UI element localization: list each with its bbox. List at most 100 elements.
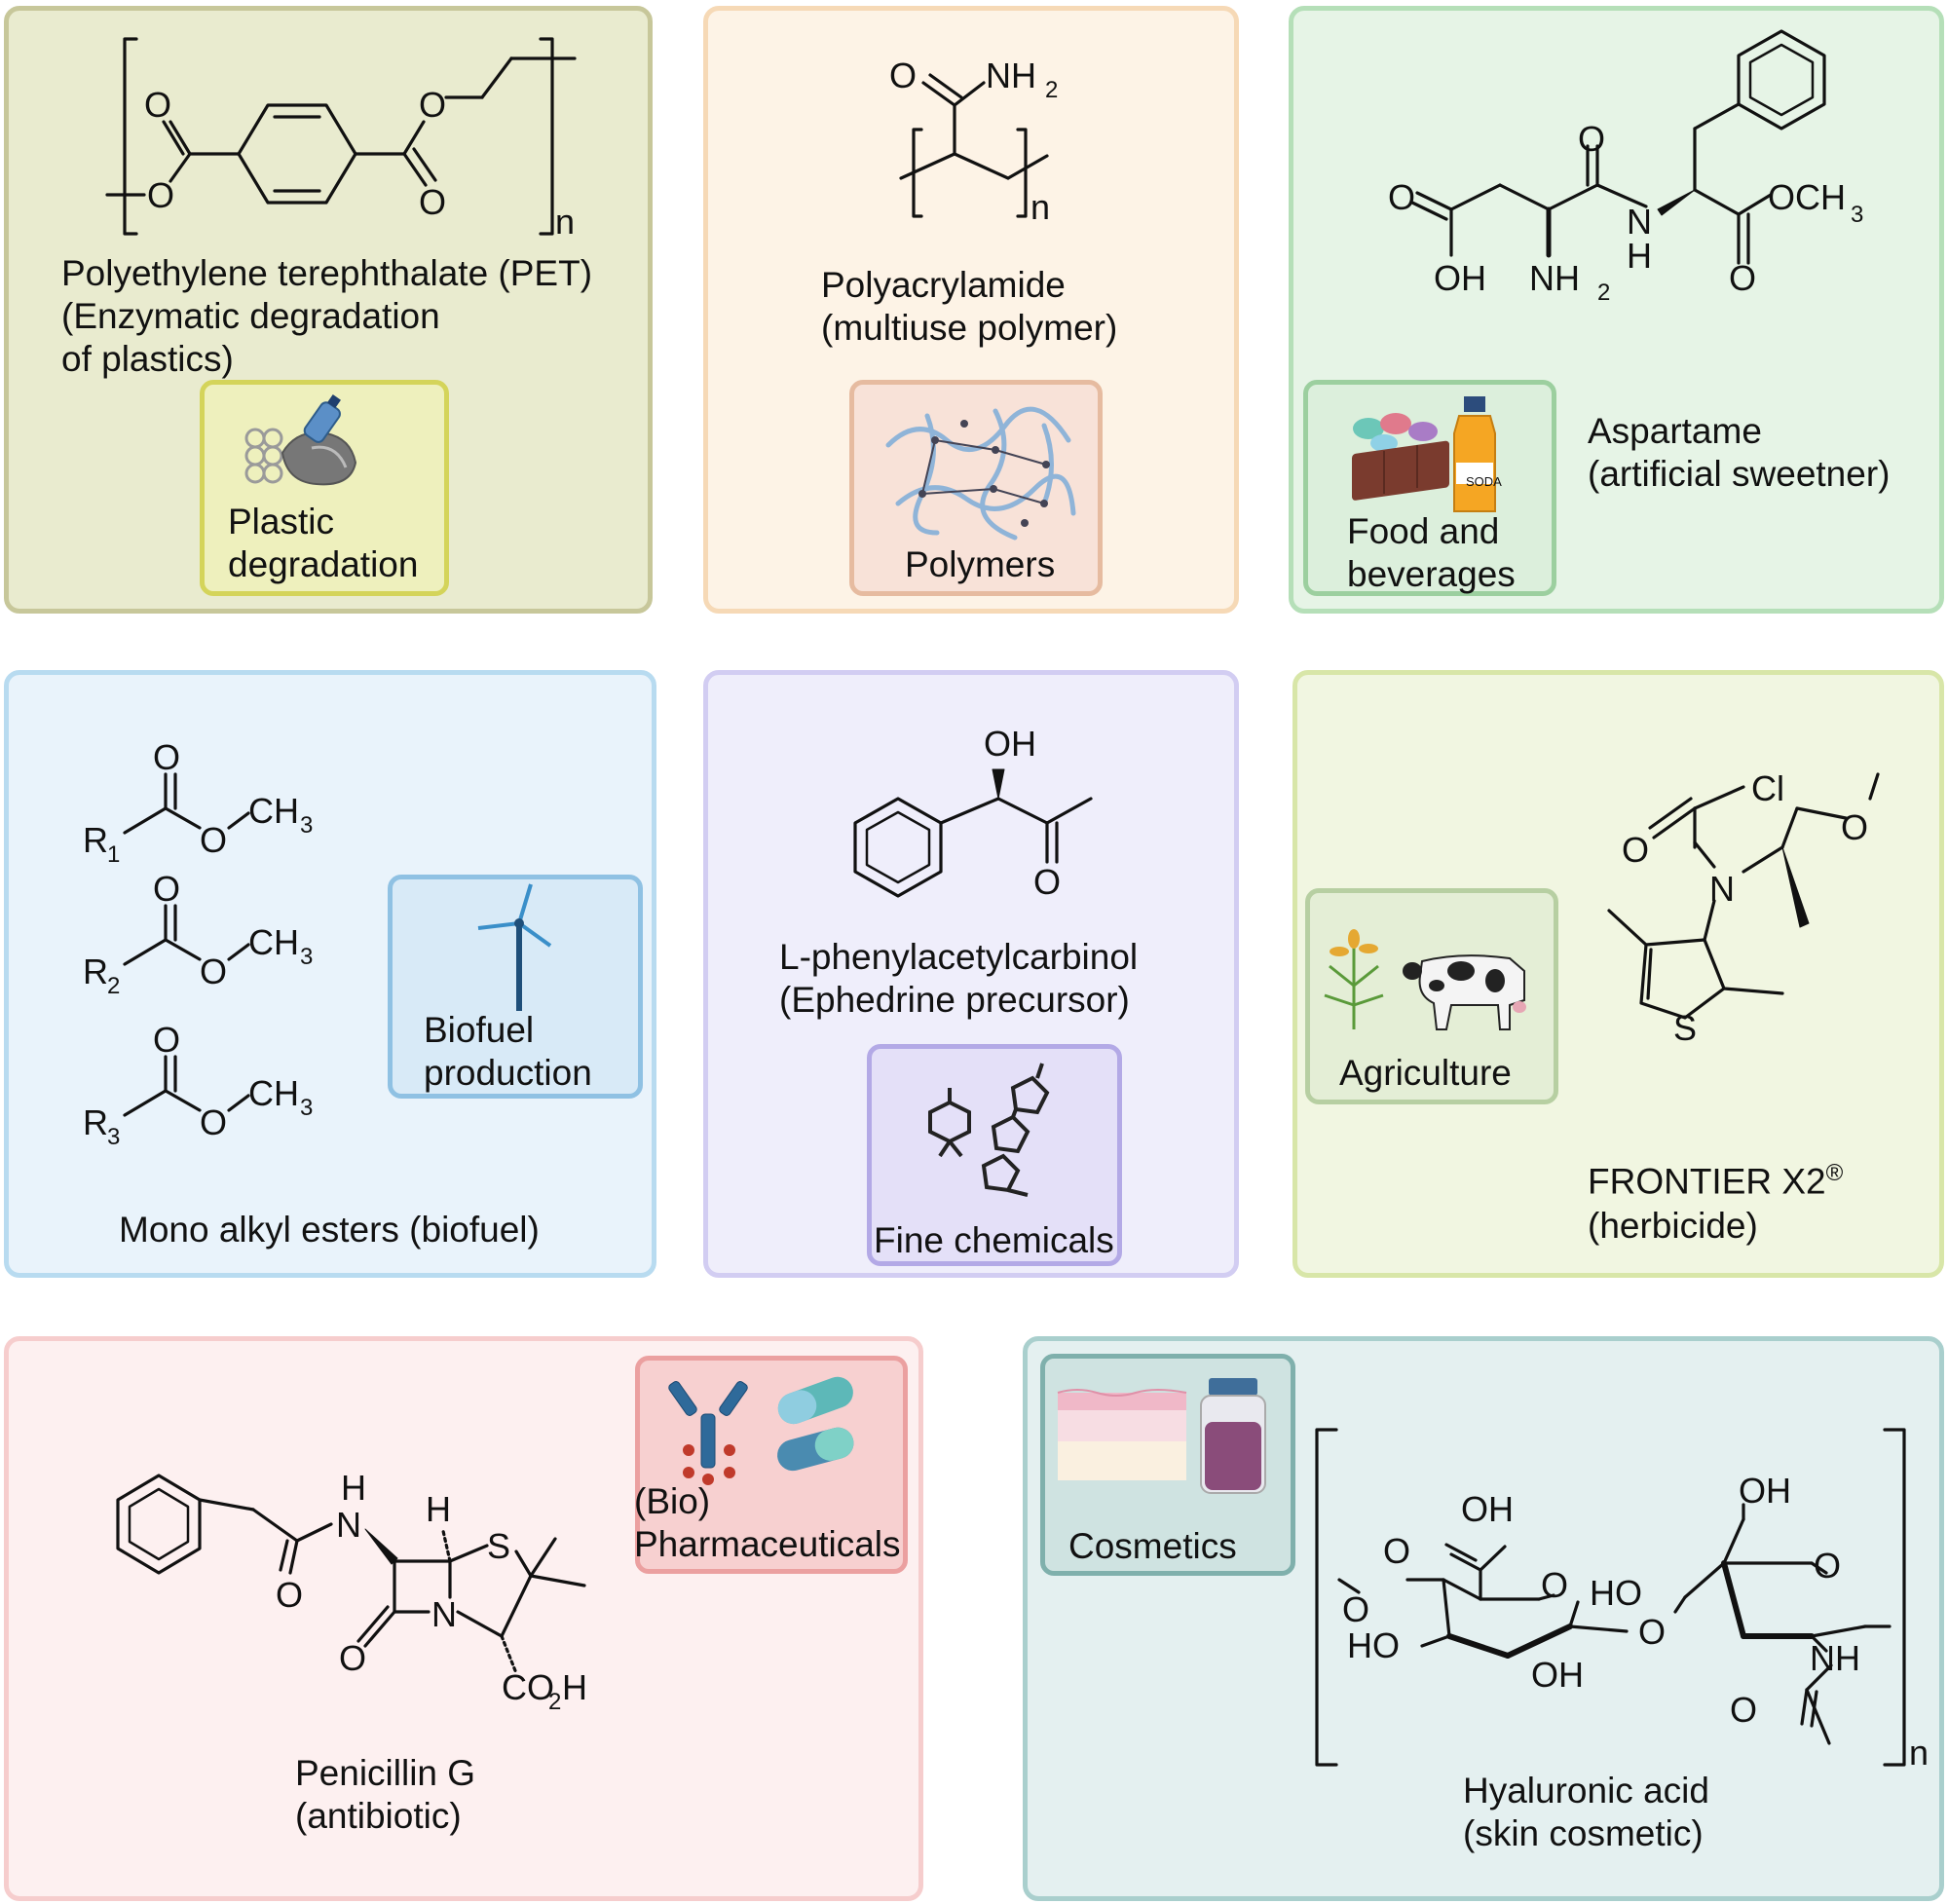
ester1-atom-ch: CH — [248, 791, 299, 831]
ester3-atom-o2: O — [200, 1102, 227, 1142]
asp-atom-n: N — [1627, 202, 1652, 242]
asp-atom-o3: O — [1729, 258, 1756, 298]
ha-atom-o3: O — [1342, 1589, 1369, 1629]
biofuel-label-1: Biofuel — [424, 1010, 535, 1050]
fine-chemicals-label: Fine chemicals — [874, 1220, 1114, 1260]
ester1-atom-r: R — [83, 820, 108, 860]
esters-structure: O O R 1 CH 3 O O R 2 CH 3 O O R 3 CH 3 — [83, 737, 313, 1150]
pet-atom-o3: O — [419, 182, 446, 222]
pen-atom-o1: O — [276, 1575, 303, 1615]
herbicide-caption-line2: (herbicide) — [1588, 1206, 1758, 1246]
antibody-and-pills-icon — [668, 1376, 854, 1485]
polymers-box: Polymers — [849, 380, 1103, 596]
pen-atom-h1: H — [341, 1468, 366, 1508]
plastic-degradation-label-1: Plastic — [228, 502, 334, 541]
pharmaceuticals-label-1: (Bio) — [634, 1481, 711, 1521]
ester2-atom-sub: 2 — [107, 973, 120, 999]
asp-atom-sub2: 2 — [1597, 280, 1610, 306]
cosmetics-label: Cosmetics — [1068, 1526, 1237, 1566]
plastic-degradation-label-2: degradation — [228, 544, 419, 584]
crop-and-cow-icon — [1324, 929, 1526, 1030]
pen-atom-s: S — [487, 1526, 510, 1566]
polyacrylamide-caption-line2: (multiuse polymer) — [821, 308, 1118, 348]
pet-caption-line1: Polyethylene terephthalate (PET) — [61, 253, 593, 293]
ha-atom-nh: NH — [1810, 1638, 1860, 1678]
ha-atom-ho1: HO — [1347, 1625, 1400, 1665]
ester2-atom-o2: O — [200, 952, 227, 991]
ha-atom-oh1: OH — [1461, 1489, 1514, 1529]
asp-atom-nh: NH — [1529, 258, 1580, 298]
pet-caption-line2: (Enzymatic degradation — [61, 296, 440, 336]
plastic-degradation-box: Plastic degradation — [200, 380, 449, 596]
pen-atom-oh: H — [562, 1667, 587, 1707]
ester3-atom-sub: 3 — [107, 1124, 120, 1150]
pen-atom-co: CO — [502, 1667, 554, 1707]
hyaluronic-caption-line1: Hyaluronic acid — [1463, 1771, 1709, 1811]
herbicide-structure: Cl O N O S — [1607, 768, 1880, 1048]
herb-atom-n: N — [1709, 869, 1735, 909]
ha-atom-o4: O — [1638, 1612, 1666, 1652]
skin-and-jar-icon — [1057, 1378, 1266, 1494]
herb-atom-s: S — [1673, 1008, 1697, 1048]
ester1-atom-o2: O — [200, 820, 227, 860]
ha-atom-o2: O — [1541, 1565, 1568, 1605]
pac-structure: OH O — [853, 724, 1093, 902]
ha-repeat-n: n — [1909, 1733, 1929, 1773]
ester3-atom-ch: CH — [248, 1073, 299, 1113]
agriculture-box: Agriculture — [1305, 888, 1558, 1104]
polymer-network-icon — [885, 406, 1076, 541]
pet-repeat-n: n — [555, 202, 575, 242]
polymers-label: Polymers — [905, 544, 1056, 584]
paam-atom-nh: NH — [986, 56, 1036, 95]
pac-atom-o: O — [1033, 862, 1061, 902]
herb-atom-o1: O — [1622, 830, 1649, 870]
ester-2 — [123, 904, 250, 966]
ha-atom-o1: O — [1383, 1531, 1410, 1571]
asp-atom-o2: O — [1578, 119, 1605, 159]
penicillin-caption-line2: (antibiotic) — [295, 1796, 462, 1836]
food-beverages-label-2: beverages — [1347, 554, 1516, 594]
pen-atom-n2: N — [431, 1594, 457, 1634]
agriculture-label: Agriculture — [1339, 1053, 1512, 1093]
wind-turbine-icon — [477, 883, 552, 1011]
hyaluronic-structure: OH O O O HO OH HO O OH O NH O n — [1315, 1428, 1929, 1773]
polyacrylamide-caption-line1: Polyacrylamide — [821, 265, 1066, 305]
ester2-atom-o1: O — [153, 869, 180, 909]
food-drink-icon — [1352, 396, 1496, 512]
ester3-atom-r: R — [83, 1102, 108, 1142]
ester1-atom-sub: 1 — [107, 841, 120, 868]
asp-atom-oh: OH — [1434, 258, 1486, 298]
pac-caption-line2: (Ephedrine precursor) — [779, 980, 1130, 1020]
paam-atom-sub2: 2 — [1045, 77, 1058, 103]
aspartame-caption-line1: Aspartame — [1588, 411, 1762, 451]
pen-atom-h2: H — [426, 1489, 451, 1529]
pen-atom-sub2: 2 — [548, 1689, 561, 1715]
penicillin-caption-line1: Penicillin G — [295, 1753, 476, 1793]
paam-repeat-n: n — [1030, 187, 1050, 227]
asp-atom-sub3: 3 — [1851, 202, 1863, 228]
pet-atom-o4: O — [419, 85, 446, 125]
molecules-icon — [928, 1063, 1050, 1197]
penicillin-structure: H N O H S N O CO 2 H — [116, 1468, 587, 1715]
ha-atom-oh3: OH — [1739, 1471, 1791, 1511]
asp-atom-o1: O — [1388, 177, 1415, 217]
ha-atom-oh2: OH — [1531, 1655, 1584, 1695]
fine-chemicals-box: Fine chemicals — [867, 1044, 1122, 1266]
ester1-atom-o1: O — [153, 737, 180, 777]
cosmetics-box: Cosmetics — [1040, 1354, 1295, 1576]
pen-atom-n1: N — [336, 1505, 361, 1545]
soda-label: SODA — [1466, 474, 1502, 489]
registered-mark: ® — [1825, 1160, 1844, 1186]
pet-structure: O O O O n — [105, 37, 577, 242]
paam-atom-o: O — [889, 56, 917, 95]
ha-atom-o5: O — [1814, 1546, 1841, 1586]
pharmaceuticals-label-2: Pharmaceuticals — [634, 1524, 901, 1564]
biofuel-label-2: production — [424, 1053, 592, 1093]
herbicide-name: FRONTIER X2 — [1588, 1161, 1826, 1202]
herbicide-caption-line1: FRONTIER X2® — [1588, 1151, 1843, 1203]
food-beverages-label-1: Food and — [1347, 511, 1500, 551]
ester3-atom-sub3: 3 — [300, 1095, 313, 1121]
pac-caption-line1: L-phenylacetylcarbinol — [779, 937, 1139, 977]
ester-3 — [123, 1055, 250, 1117]
pharmaceuticals-box: (Bio) Pharmaceuticals — [634, 1356, 908, 1574]
